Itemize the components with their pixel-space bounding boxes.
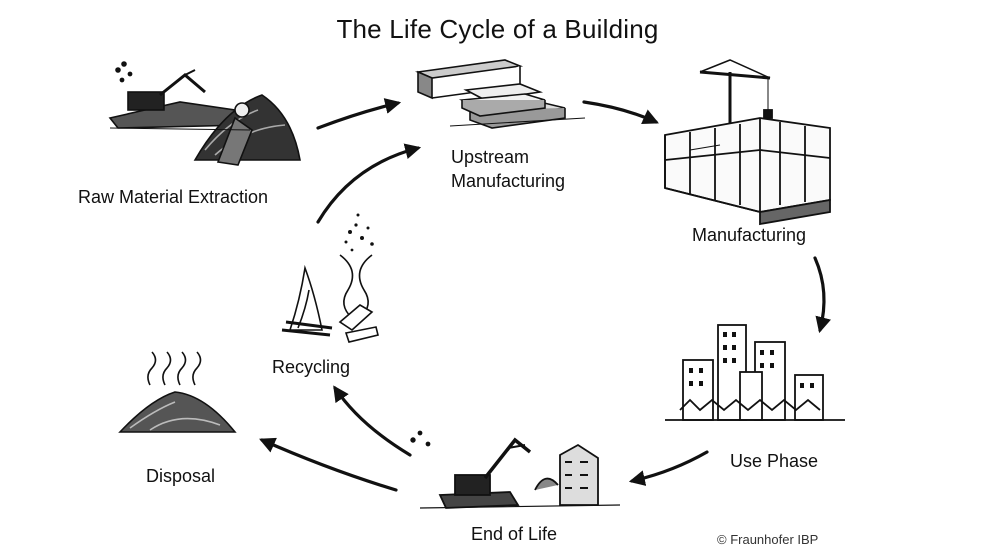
stage-label-upstream-manufacturing: Upstream Manufacturing (451, 145, 565, 193)
demolition-excavator-icon (410, 430, 621, 509)
arrow-endoflife-to-disposal (259, 437, 398, 492)
arrow-recycling-to-upstream (316, 143, 422, 224)
arrow-use-to-endoflife (628, 450, 709, 486)
stage-label-upstream-line1: Upstream (451, 147, 530, 167)
building-construction-crane-icon (664, 59, 831, 226)
stage-label-end-of-life: End of Life (471, 524, 558, 544)
city-skyline-icon (665, 324, 845, 421)
arrow-endoflife-to-recycling (333, 385, 412, 457)
stage-label-raw-material-extraction: Raw Material Extraction (78, 187, 269, 207)
stage-label-use-phase: Use Phase (730, 451, 819, 471)
arrow-upstream-to-manufacturing (582, 100, 659, 125)
stage-label-recycling: Recycling (272, 357, 351, 377)
stage-label-manufacturing: Manufacturing (692, 225, 807, 245)
steel-beam-ingot-icon (415, 59, 586, 129)
recycling-fire-funnel-icon (281, 213, 379, 343)
arrow-raw-to-upstream (316, 98, 402, 130)
stage-label-disposal: Disposal (146, 466, 216, 486)
steaming-debris-heap-icon (118, 351, 237, 433)
copyright-credit: © Fraunhofer IBP (717, 532, 819, 547)
diagram-title: The Life Cycle of a Building (336, 14, 659, 44)
excavator-quarry-icon (108, 61, 301, 166)
arrow-manufacturing-to-use (813, 256, 831, 334)
stage-label-upstream-line2: Manufacturing (451, 171, 566, 191)
